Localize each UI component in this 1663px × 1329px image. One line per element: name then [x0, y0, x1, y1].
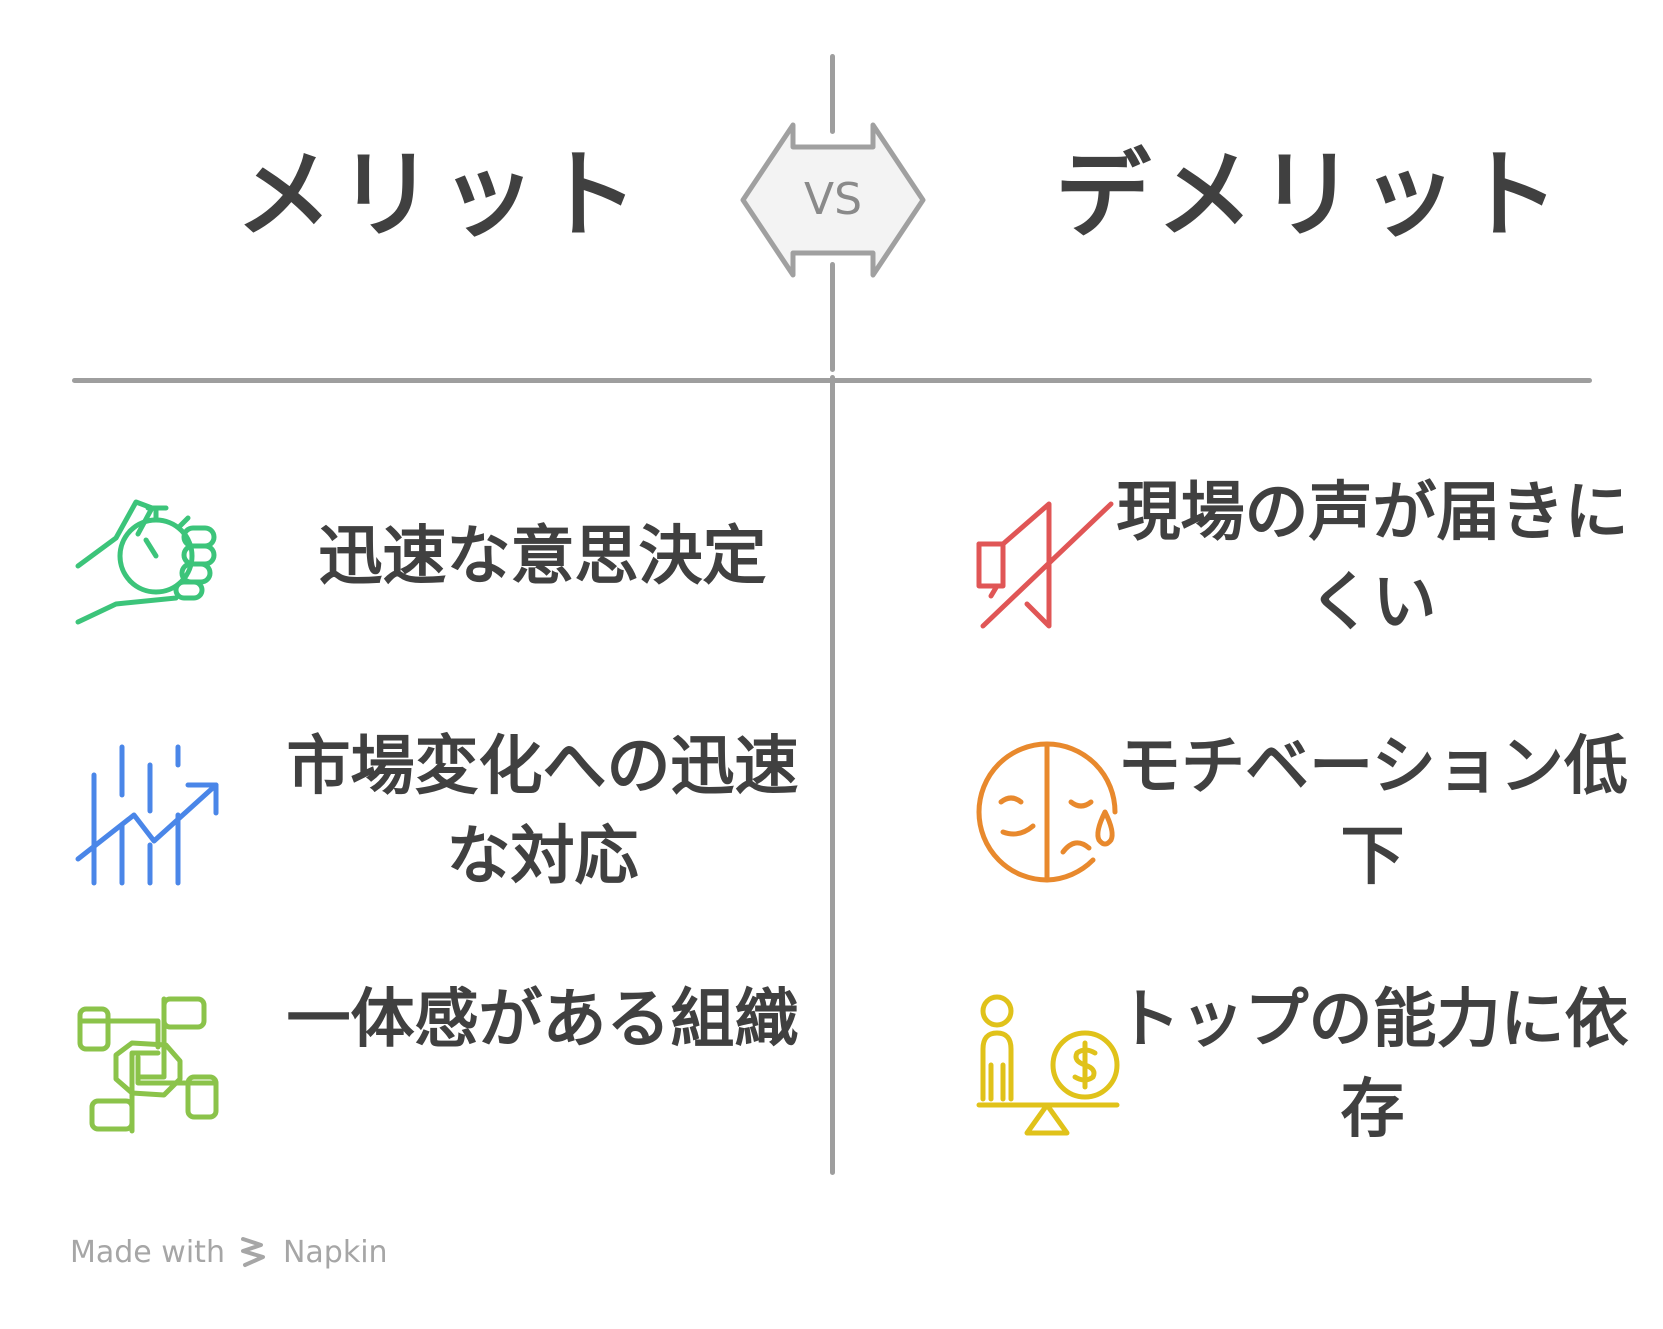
center-divider-mid [830, 262, 835, 372]
footer-brand: Napkin [282, 1234, 388, 1270]
merit-text-2: 市場変化への迅速な対応 [286, 730, 799, 894]
merits-title: メリット [236, 139, 644, 251]
vs-badge [740, 122, 926, 278]
muted-speaker-icon [976, 501, 1114, 629]
interlocked-hands-icon [77, 996, 219, 1134]
sad-face-tear-icon [976, 741, 1118, 883]
demerit-text-3: トップの能力に依存 [1116, 983, 1629, 1147]
napkin-logo-icon [240, 1237, 265, 1267]
merit-text-3: 一体感がある組織 [286, 983, 799, 1057]
horizontal-divider [72, 378, 1592, 383]
demerit-text-1: 現場の声が届きにくい [1116, 476, 1629, 640]
made-with-napkin-badge[interactable]: Made with Napkin [70, 1228, 388, 1276]
person-money-balance-icon [976, 994, 1120, 1136]
merit-text-1: 迅速な意思決定 [318, 520, 767, 594]
demerits-title: デメリット [1055, 139, 1565, 251]
center-divider-top [830, 54, 835, 134]
demerit-text-2: モチベーション低下 [1117, 730, 1628, 894]
footer-label: Made with [70, 1234, 225, 1270]
center-divider-bottom [830, 375, 835, 1175]
rising-trend-arrow-icon [75, 744, 219, 886]
hand-holding-stopwatch-icon [75, 499, 217, 625]
vs-label: VS [803, 174, 863, 225]
